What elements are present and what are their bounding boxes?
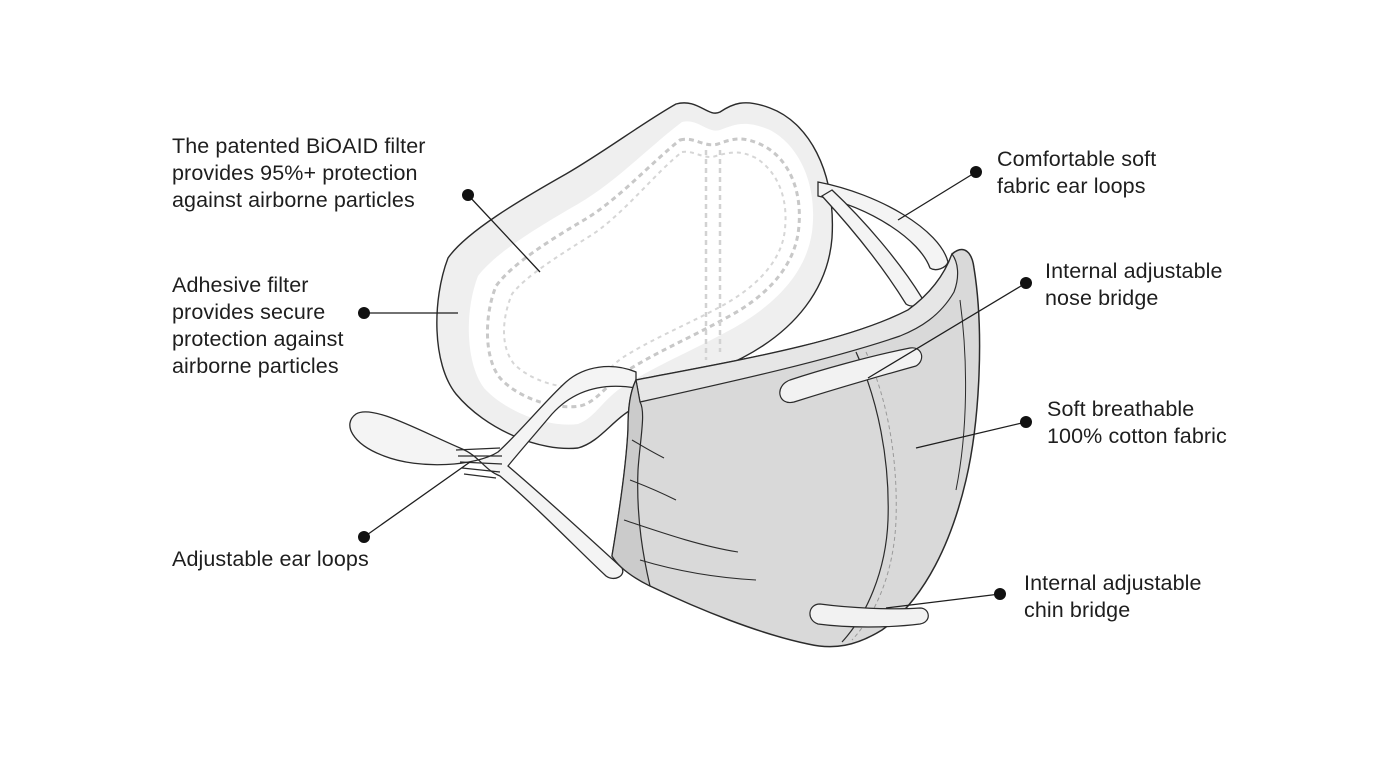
dot-nose-bridge [1020,277,1032,289]
nose-bridge-slot [779,347,923,404]
leader-chin-bridge [885,593,1001,609]
filter-stitching-inner [503,150,787,388]
leader-nose-bridge [867,282,1027,379]
callout-soft-ear-loops: Comfortable soft fabric ear loops [997,147,1157,198]
leader-fabric [915,421,1027,449]
dot-filter [462,189,474,201]
ear-loop-toggle [455,447,503,479]
dot-adhesive [358,307,370,319]
callout-nose-bridge: Internal adjustable nose bridge [1045,259,1223,310]
leader-adjustable-ear-loops [363,461,471,538]
dot-soft-ear-loops [970,166,982,178]
mask-top-band [635,252,959,403]
leader-soft-ear-loops [897,171,977,221]
callout-cotton-fabric: Soft breathable 100% cotton fabric [1047,397,1227,448]
cotton-mask [611,248,981,648]
filter-center-seam [704,150,722,360]
mask-pleats [623,439,757,581]
chin-bridge-slot [809,603,929,628]
callout-adjustable-ear-loops: Adjustable ear loops [172,547,369,571]
leader-lines [363,171,1027,609]
dot-adjustable-ear-loops [358,531,370,543]
filter-stitching [486,137,801,409]
mask-side-band [611,378,651,588]
mask-seam-stitch [851,351,897,641]
dot-fabric [1020,416,1032,428]
front-ear-loop [349,365,637,580]
dot-chin-bridge [994,588,1006,600]
callout-filter: The patented BiOAID filter provides 95%+… [172,134,426,212]
leader-filter [467,194,541,273]
callout-chin-bridge: Internal adjustable chin bridge [1024,571,1202,622]
callout-dots [358,166,1032,600]
callout-adhesive-filter: Adhesive filter provides secure protecti… [172,273,344,378]
filter-inner-panel [468,121,814,425]
